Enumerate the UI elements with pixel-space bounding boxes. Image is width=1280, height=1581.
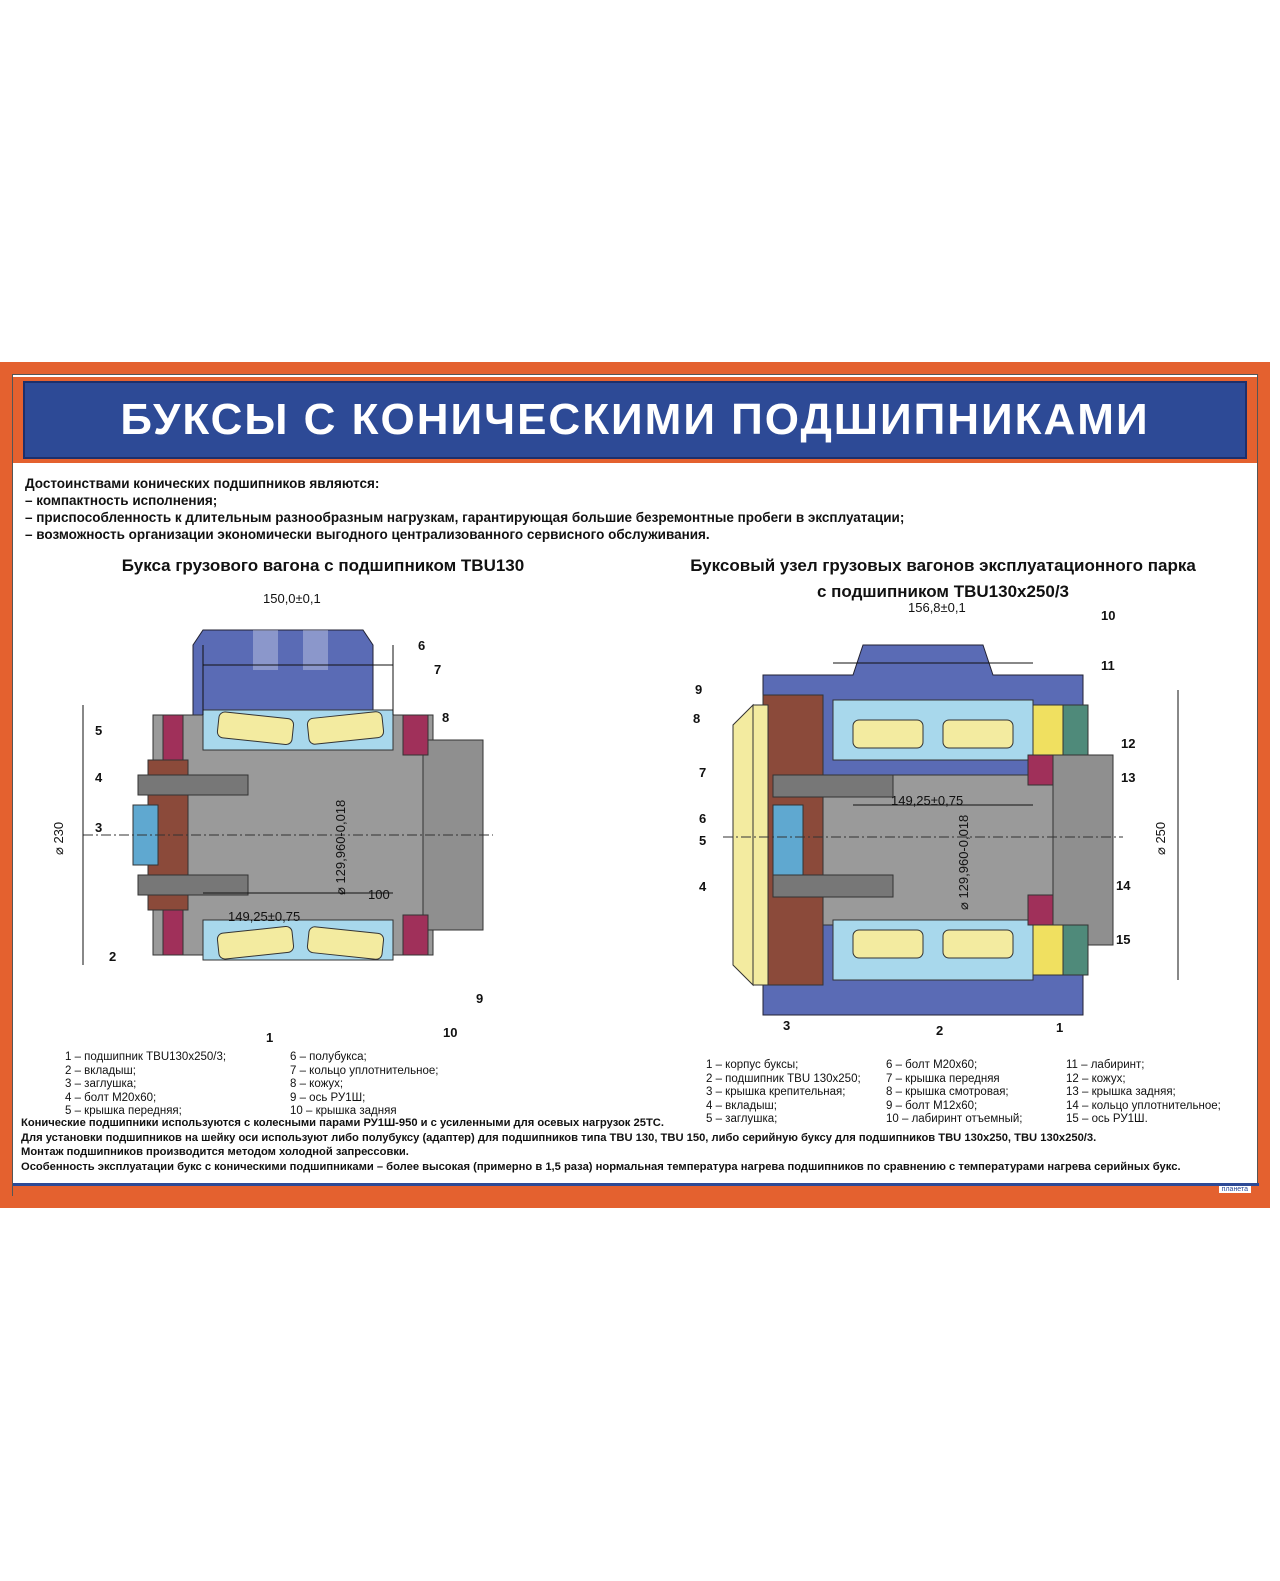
bolt-4 [137, 774, 249, 796]
plug-5 [772, 804, 804, 876]
right-legend-col3: 11 – лабиринт;12 – кожух;13 – крышка зад… [1066, 1059, 1221, 1127]
poster-title: БУКСЫ С КОНИЧЕСКИМИ ПОДШИПНИКАМИ [120, 395, 1150, 444]
poster-panel: БУКСЫ С КОНИЧЕСКИМИ ПОДШИПНИКАМИ Достоин… [12, 374, 1259, 1197]
callout: 8 [693, 711, 701, 726]
legend-item: 4 – вкладыш; [706, 1099, 777, 1112]
callout: 5 [95, 723, 103, 738]
callout: 3 [783, 1018, 791, 1033]
callout: 10 [1101, 608, 1116, 623]
callout: 10 [443, 1025, 458, 1040]
legend-item: 1 – корпус буксы; [706, 1059, 799, 1071]
legend-item: 8 – крышка смотровая; [886, 1086, 1009, 1098]
note-line: Конические подшипники используются с кол… [21, 1117, 664, 1129]
dim-250: ⌀ 250 [1153, 821, 1168, 855]
labyrinth-10 [1032, 704, 1064, 756]
legend-item: 3 – крышка крепительная; [706, 1086, 846, 1098]
callout: 1 [266, 1030, 274, 1045]
dim-156: 156,8±0,1 [908, 600, 966, 615]
callout: 2 [109, 949, 117, 964]
inspection-cover-8 [732, 703, 754, 987]
notes-text: Конические подшипники используются с кол… [21, 1116, 1181, 1174]
dim-129-right: ⌀ 129,960-0,018 [956, 814, 971, 910]
right-subtitle-line: Буксовый узел грузовых вагонов эксплуата… [690, 556, 1196, 575]
title-band: БУКСЫ С КОНИЧЕСКИМИ ПОДШИПНИКАМИ [13, 377, 1257, 463]
callout: 14 [1116, 878, 1131, 893]
callout: 12 [1121, 736, 1136, 751]
legend-item: 2 – подшипник TBU 130x250; [706, 1072, 861, 1085]
legend-item: 5 – крышка передняя; [65, 1105, 182, 1117]
legend-item: 2 – вкладыш; [65, 1064, 136, 1077]
half-box-6 [192, 629, 374, 716]
legend-item: 10 – крышка задняя [290, 1105, 397, 1117]
legend-item: 3 – заглушка; [65, 1078, 137, 1090]
legend-item: 11 – лабиринт; [1066, 1059, 1145, 1071]
callout: 6 [699, 811, 707, 826]
callout: 11 [1101, 658, 1115, 673]
legend-item: 1 – подшипник TBU130x250/3; [65, 1051, 227, 1063]
callout: 5 [699, 833, 707, 848]
dim-129-left: ⌀ 129,960-0,018 [333, 799, 348, 895]
callout: 7 [699, 765, 707, 780]
note-line: Особенность эксплуатации букс с коническ… [21, 1160, 1181, 1173]
callout: 6 [418, 638, 426, 653]
note-line: Монтаж подшипников производится методом … [21, 1146, 409, 1158]
legend-item: 7 – кольцо уплотнительное; [290, 1064, 439, 1077]
intro-text: Достоинствами конических подшипников явл… [25, 475, 904, 543]
left-legend-col1: 1 – подшипник TBU130x250/3;2 – вкладыш;3… [65, 1051, 226, 1119]
note-line: Для установки подшипников на шейку оси и… [21, 1131, 1097, 1144]
dim-149-left: 149,25±0,75 [228, 909, 301, 924]
dim-230: ⌀ 230 [51, 821, 66, 855]
callout: 4 [95, 770, 103, 785]
callout: 8 [442, 710, 450, 725]
intro-line: – приспособленность к длительным разнооб… [25, 510, 905, 525]
publisher-logo: планета [1218, 1186, 1251, 1193]
right-subtitle: Буксовый узел грузовых вагонов эксплуата… [623, 553, 1263, 605]
callout: 9 [695, 682, 703, 697]
callout: 1 [1056, 1020, 1064, 1035]
right-subtitle-line: с подшипником TBU130x250/3 [816, 582, 1070, 601]
callout: 9 [476, 991, 484, 1006]
legend-item: 9 – ось РУ1Ш; [290, 1091, 366, 1104]
left-legend-col2: 6 – полубукса;7 – кольцо уплотнительное;… [290, 1051, 438, 1119]
bottom-stripe [13, 1183, 1259, 1197]
callout: 13 [1121, 770, 1136, 785]
dim-149-right: 149,25±0,75 [891, 793, 964, 808]
dim-100: 100 [368, 887, 390, 902]
legend-item: 4 – болт М20х60; [65, 1091, 157, 1104]
labyrinth-11 [1062, 704, 1089, 756]
right-bearing-diagram [723, 644, 1179, 1016]
legend-item: 10 – лабиринт отъемный; [886, 1113, 1023, 1125]
legend-item: 5 – заглушка; [706, 1113, 778, 1125]
callout: 15 [1116, 932, 1131, 947]
bolt-6 [772, 774, 894, 798]
legend-item: 7 – крышка передняя [886, 1072, 1000, 1085]
legend-item: 8 – кожух; [290, 1078, 344, 1090]
intro-line: Достоинствами конических подшипников явл… [25, 476, 380, 491]
right-legend-col1: 1 – корпус буксы;2 – подшипник TBU 130x2… [706, 1059, 861, 1127]
legend-item: 6 – болт М20х60; [886, 1059, 978, 1071]
left-bearing-diagram [82, 629, 493, 965]
callout: 2 [936, 1023, 944, 1038]
intro-line: – компактность исполнения; [25, 493, 218, 508]
rear-cover-10 [402, 714, 429, 756]
legend-item: 9 – болт М12х60; [886, 1099, 978, 1112]
callout: 7 [434, 662, 442, 677]
rear-cover-13 [1027, 754, 1054, 786]
legend-item: 13 – крышка задняя; [1066, 1086, 1176, 1098]
legend-item: 6 – полубукса; [290, 1051, 367, 1063]
poster: БУКСЫ С КОНИЧЕСКИМИ ПОДШИПНИКАМИ Достоин… [0, 362, 1270, 1208]
callout: 4 [699, 879, 707, 894]
legend-item: 14 – кольцо уплотнительное; [1066, 1099, 1221, 1112]
legend-item: 12 – кожух; [1066, 1072, 1126, 1085]
callout: 3 [95, 820, 103, 835]
intro-line: – возможность организации экономически в… [25, 527, 710, 542]
left-subtitle: Букса грузового вагона с подшипником TBU… [121, 556, 525, 575]
dim-150: 150,0±0,1 [263, 591, 321, 606]
legend-item: 15 – ось РУ1Ш. [1066, 1113, 1148, 1125]
